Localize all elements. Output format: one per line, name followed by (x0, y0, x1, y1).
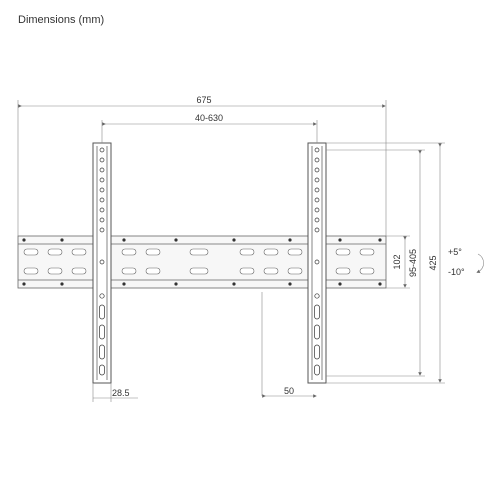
depth-dimension: 50 (261, 292, 317, 398)
rail-height-dimension: 102 (386, 235, 410, 289)
tilt-up-label: +5° (448, 247, 462, 257)
horizontal-rail (17, 235, 387, 289)
tilt-down-label: -10° (448, 267, 465, 277)
overall-width-label: 675 (196, 95, 211, 105)
vesa-vertical-label: 95-405 (408, 249, 418, 277)
tilt-arrow-icon (476, 253, 484, 273)
rail-height-label: 102 (392, 254, 402, 269)
vesa-horizontal-dimension: 40-630 (101, 113, 318, 143)
vesa-horizontal-label: 40-630 (195, 113, 223, 123)
arm-width-label: 28.5 (112, 388, 130, 398)
overall-height-dimension: 425 (326, 142, 445, 384)
vesa-vertical-dimension: 95-405 (326, 149, 425, 377)
depth-label: 50 (284, 386, 294, 396)
tilt-indicator: +5° -10° (448, 247, 484, 277)
left-vertical-arm (92, 142, 112, 384)
right-vertical-arm (307, 142, 327, 384)
overall-height-label: 425 (428, 255, 438, 270)
overall-width-dimension: 675 (17, 95, 387, 236)
arm-width-dimension: 28.5 (92, 383, 138, 402)
page-title: Dimensions (mm) (18, 14, 105, 26)
